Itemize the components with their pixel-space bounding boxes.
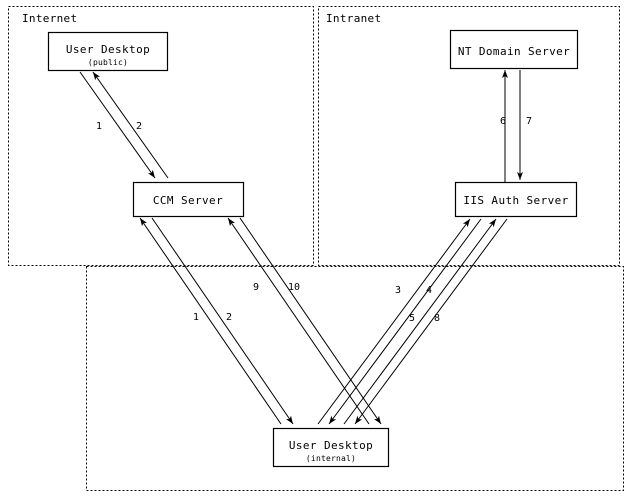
node-subtitle-user-desktop-public: (public)	[88, 58, 128, 67]
edge-flow-1-internal	[139, 217, 282, 425]
flow-label-1-internal: 1	[193, 312, 199, 323]
flow-label-4: 4	[426, 285, 432, 296]
edge-flow-5	[343, 218, 497, 425]
edge-flow-4	[328, 218, 482, 425]
edge-flow-1-public	[79, 71, 156, 179]
edge-flow-8	[354, 218, 508, 425]
node-box-user-desktop-internal	[272, 427, 390, 468]
edge-flow-9	[227, 217, 370, 425]
node-nt-domain-server[interactable]: NT Domain Server	[449, 29, 579, 70]
zone-label-intranet: Intranet	[326, 12, 381, 25]
node-title-user-desktop-public: User Desktop	[66, 43, 150, 56]
flow-label-9: 9	[253, 282, 259, 293]
edge-flow-2-internal	[151, 217, 294, 425]
flow-label-6: 6	[500, 116, 506, 127]
flow-label-2-public: 2	[136, 121, 142, 132]
node-user-desktop-internal[interactable]: User Desktop (internal)	[272, 427, 390, 468]
node-title-nt-domain-server: NT Domain Server	[458, 45, 570, 58]
node-iis-auth-server[interactable]: IIS Auth Server	[454, 181, 578, 218]
zone-internal-lan-boundary	[86, 266, 624, 491]
flow-label-3: 3	[395, 285, 401, 296]
node-title-ccm-server: CCM Server	[153, 194, 223, 207]
flow-label-2-internal: 2	[226, 312, 232, 323]
edge-flow-3	[317, 218, 471, 425]
node-box-ccm-server	[132, 181, 245, 218]
flow-label-5: 5	[409, 313, 415, 324]
node-box-user-desktop-public	[47, 31, 169, 72]
flow-label-1-public: 1	[96, 121, 102, 132]
zone-label-internet: Internet	[22, 12, 77, 25]
node-box-iis-auth-server	[454, 181, 578, 218]
node-user-desktop-public[interactable]: User Desktop (public)	[47, 31, 169, 72]
edge-flow-2-public	[92, 71, 169, 179]
node-box-nt-domain-server	[449, 29, 579, 70]
node-title-iis-auth-server: IIS Auth Server	[463, 194, 568, 207]
edge-flow-10	[239, 217, 382, 425]
flow-label-7: 7	[526, 116, 532, 127]
zone-internet-boundary	[8, 6, 314, 266]
node-subtitle-user-desktop-internal: (internal)	[306, 454, 356, 463]
node-title-user-desktop-internal: User Desktop	[289, 439, 373, 452]
flow-label-8: 8	[434, 313, 440, 324]
node-ccm-server[interactable]: CCM Server	[132, 181, 245, 218]
flow-label-10: 10	[288, 282, 300, 293]
